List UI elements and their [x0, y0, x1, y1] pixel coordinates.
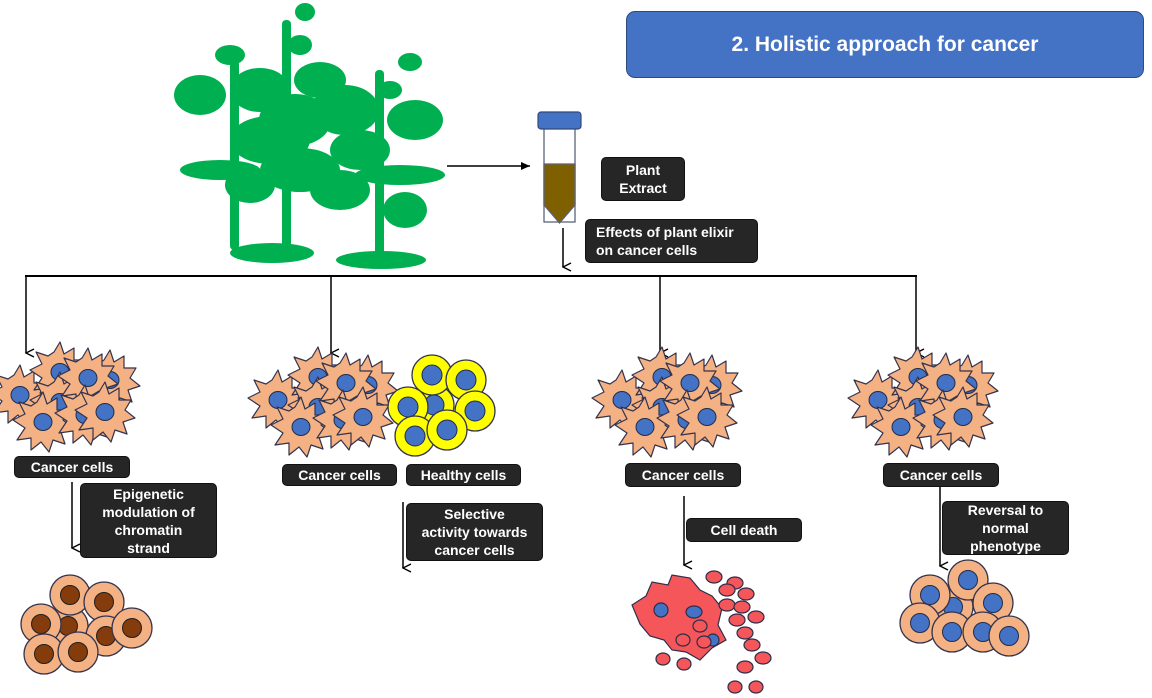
cancer-cells-text-4: Cancer cells	[899, 467, 983, 483]
cell-death-text: Cell death	[710, 522, 778, 538]
selective-activity-text: Selective activity towards cancer cells	[421, 506, 528, 558]
cancer-cells-text-2: Cancer cells	[298, 467, 381, 483]
cancer-cells-label-4: Cancer cells	[883, 463, 999, 487]
plant-extract-text: Plant Extract	[619, 162, 667, 196]
cancer-cells-label-1: Cancer cells	[14, 456, 130, 478]
epigenetic-text: Epigenetic modulation of chromatin stran…	[102, 485, 195, 556]
title-text: 2. Holistic approach for cancer	[731, 32, 1039, 56]
cancer-cells-cluster-4	[848, 347, 998, 457]
selective-activity-label: Selective activity towards cancer cells	[406, 503, 543, 561]
reversal-label: Reversal to normal phenotype	[942, 501, 1069, 555]
plant-icon	[174, 3, 445, 269]
cancer-cells-text-3: Cancer cells	[641, 467, 725, 483]
cancer-cells-text-1: Cancer cells	[30, 459, 114, 475]
plant-extract-label: Plant Extract	[601, 157, 685, 201]
healthy-cells-text: Healthy cells	[420, 467, 507, 483]
dead-cells-icon	[631, 570, 772, 694]
effects-label: Effects of plant elixir on cancer cells	[585, 219, 758, 263]
cancer-cells-label-3: Cancer cells	[625, 463, 741, 487]
reversal-text: Reversal to normal phenotype	[967, 502, 1044, 554]
cancer-cells-cluster-2	[248, 347, 398, 457]
cancer-cells-cluster-1	[0, 342, 140, 452]
effects-text: Effects of plant elixir on cancer cells	[596, 224, 734, 258]
test-tube-icon	[537, 111, 582, 224]
cell-death-label: Cell death	[686, 518, 802, 542]
normal-cells-icon	[899, 559, 1030, 657]
modified-cells-icon	[20, 574, 153, 675]
cancer-cells-cluster-3	[592, 347, 742, 457]
cancer-cells-label-2: Cancer cells	[282, 464, 397, 486]
epigenetic-label: Epigenetic modulation of chromatin stran…	[80, 483, 217, 558]
page-title: 2. Holistic approach for cancer	[626, 11, 1144, 78]
healthy-cells-cluster	[387, 354, 496, 457]
healthy-cells-label: Healthy cells	[406, 464, 521, 486]
